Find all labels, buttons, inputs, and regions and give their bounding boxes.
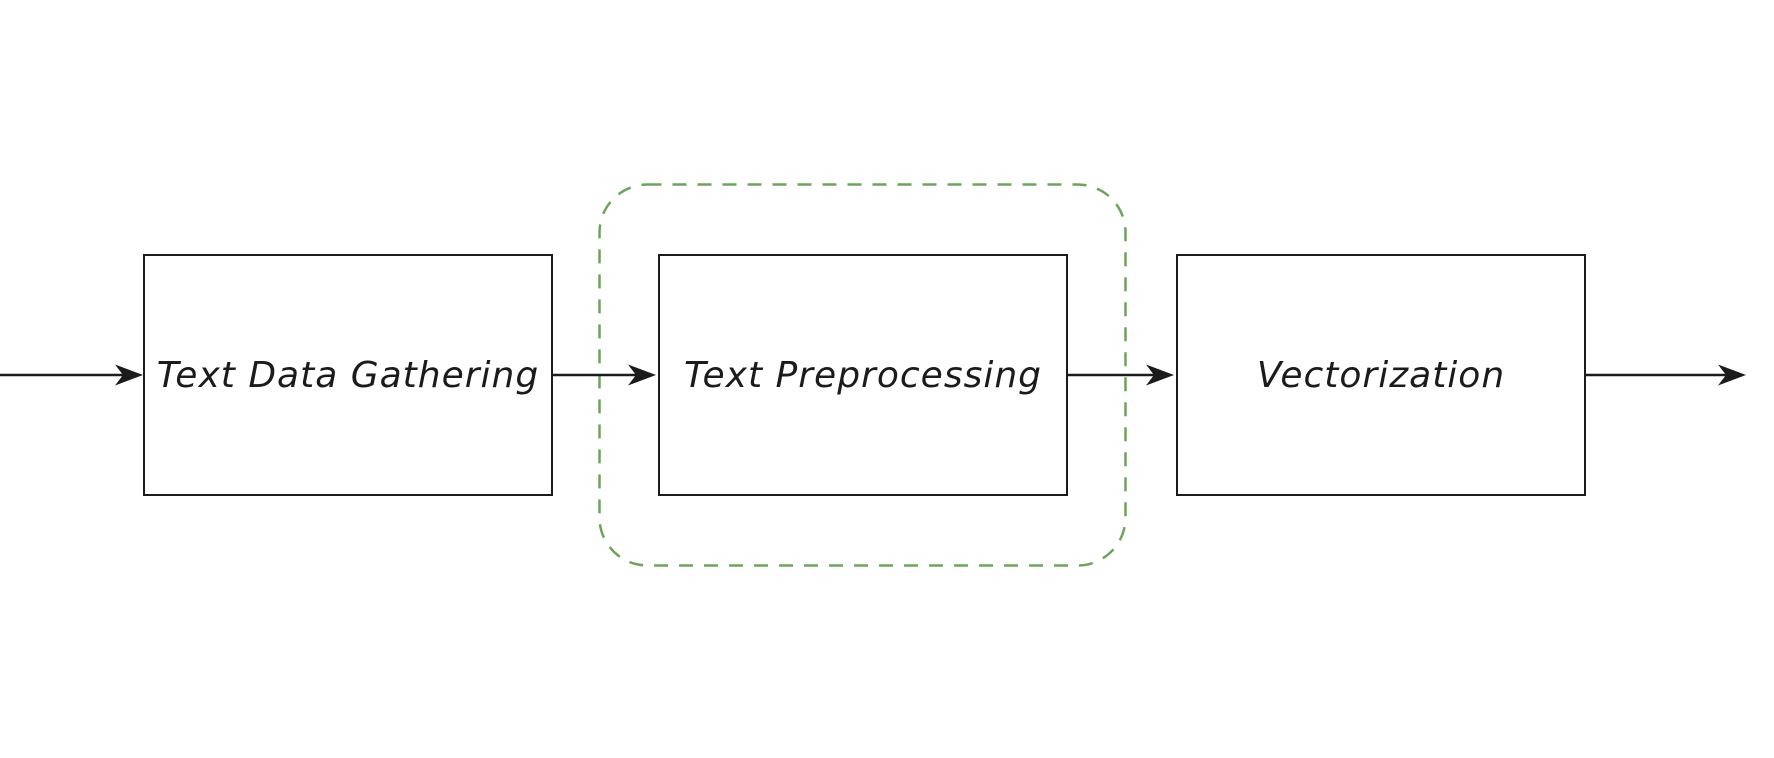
node-text-data-gathering[interactable]: Text Data Gathering <box>143 254 553 496</box>
flow-arrow-2 <box>1068 364 1174 386</box>
node-text-preprocessing[interactable]: Text Preprocessing <box>658 254 1068 496</box>
flow-arrow-1 <box>553 364 656 386</box>
flow-arrow-in <box>0 364 143 386</box>
flow-arrow-out <box>1586 364 1746 386</box>
node-label: Vectorization <box>1256 354 1506 396</box>
node-label: Text Data Gathering <box>156 354 540 396</box>
node-vectorization[interactable]: Vectorization <box>1176 254 1586 496</box>
node-label: Text Preprocessing <box>683 354 1042 396</box>
